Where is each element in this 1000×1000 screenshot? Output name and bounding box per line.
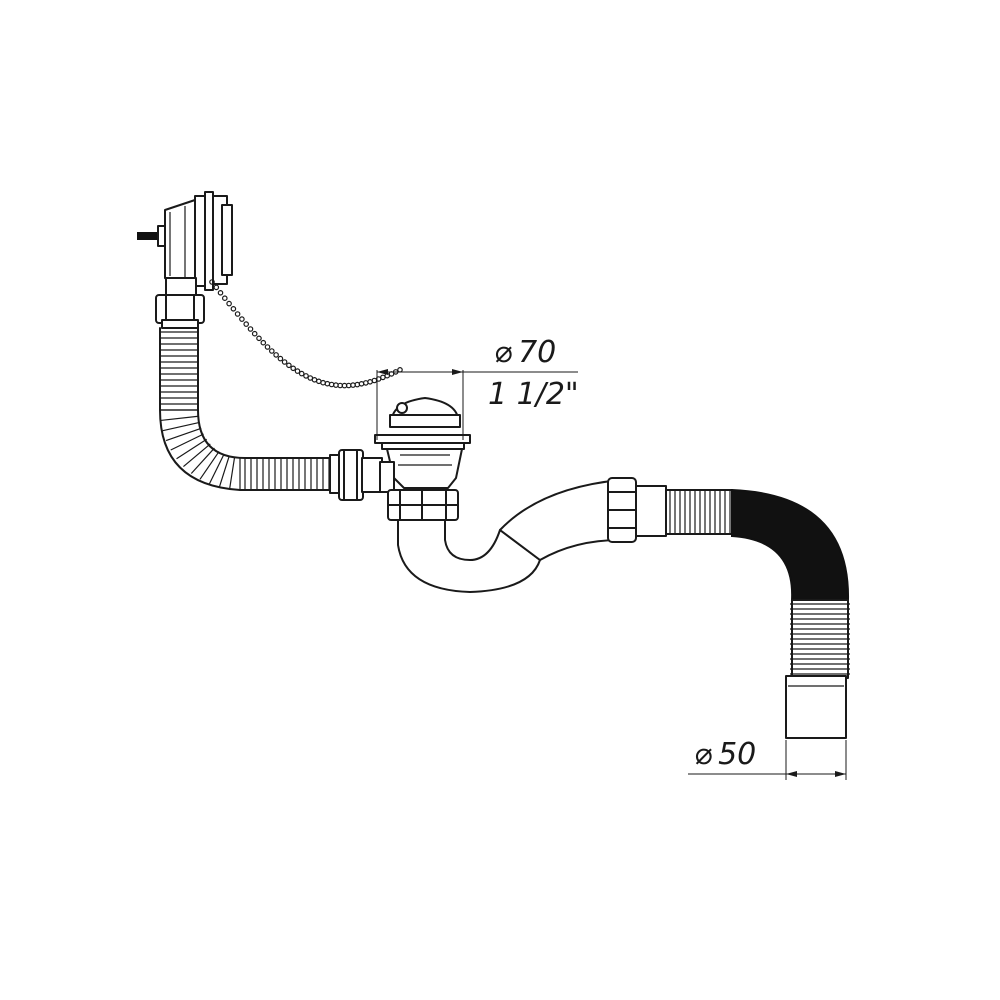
drain-dimension: ⌀50 [688,737,847,780]
black-corrugated-elbow [731,488,850,601]
trap-outlet-nut [607,477,667,543]
overflow-nut [155,294,205,329]
drain-diameter-label: ⌀50 [694,737,756,772]
overflow-head [137,191,233,299]
outlet-dimension: ⌀70 1 1/2" [376,335,579,440]
outlet-diameter-label: ⌀70 [494,335,556,370]
vertical-corrugated-section [790,599,850,679]
overflow-corrugated-hose [159,327,336,491]
plug-chain [209,279,403,389]
outlet-body [374,397,471,521]
drain-pipe-end [785,675,847,739]
hose-end-nut [329,449,383,501]
outlet-thread-label: 1 1/2" [488,377,579,412]
drain-corrugated-section [665,489,733,535]
